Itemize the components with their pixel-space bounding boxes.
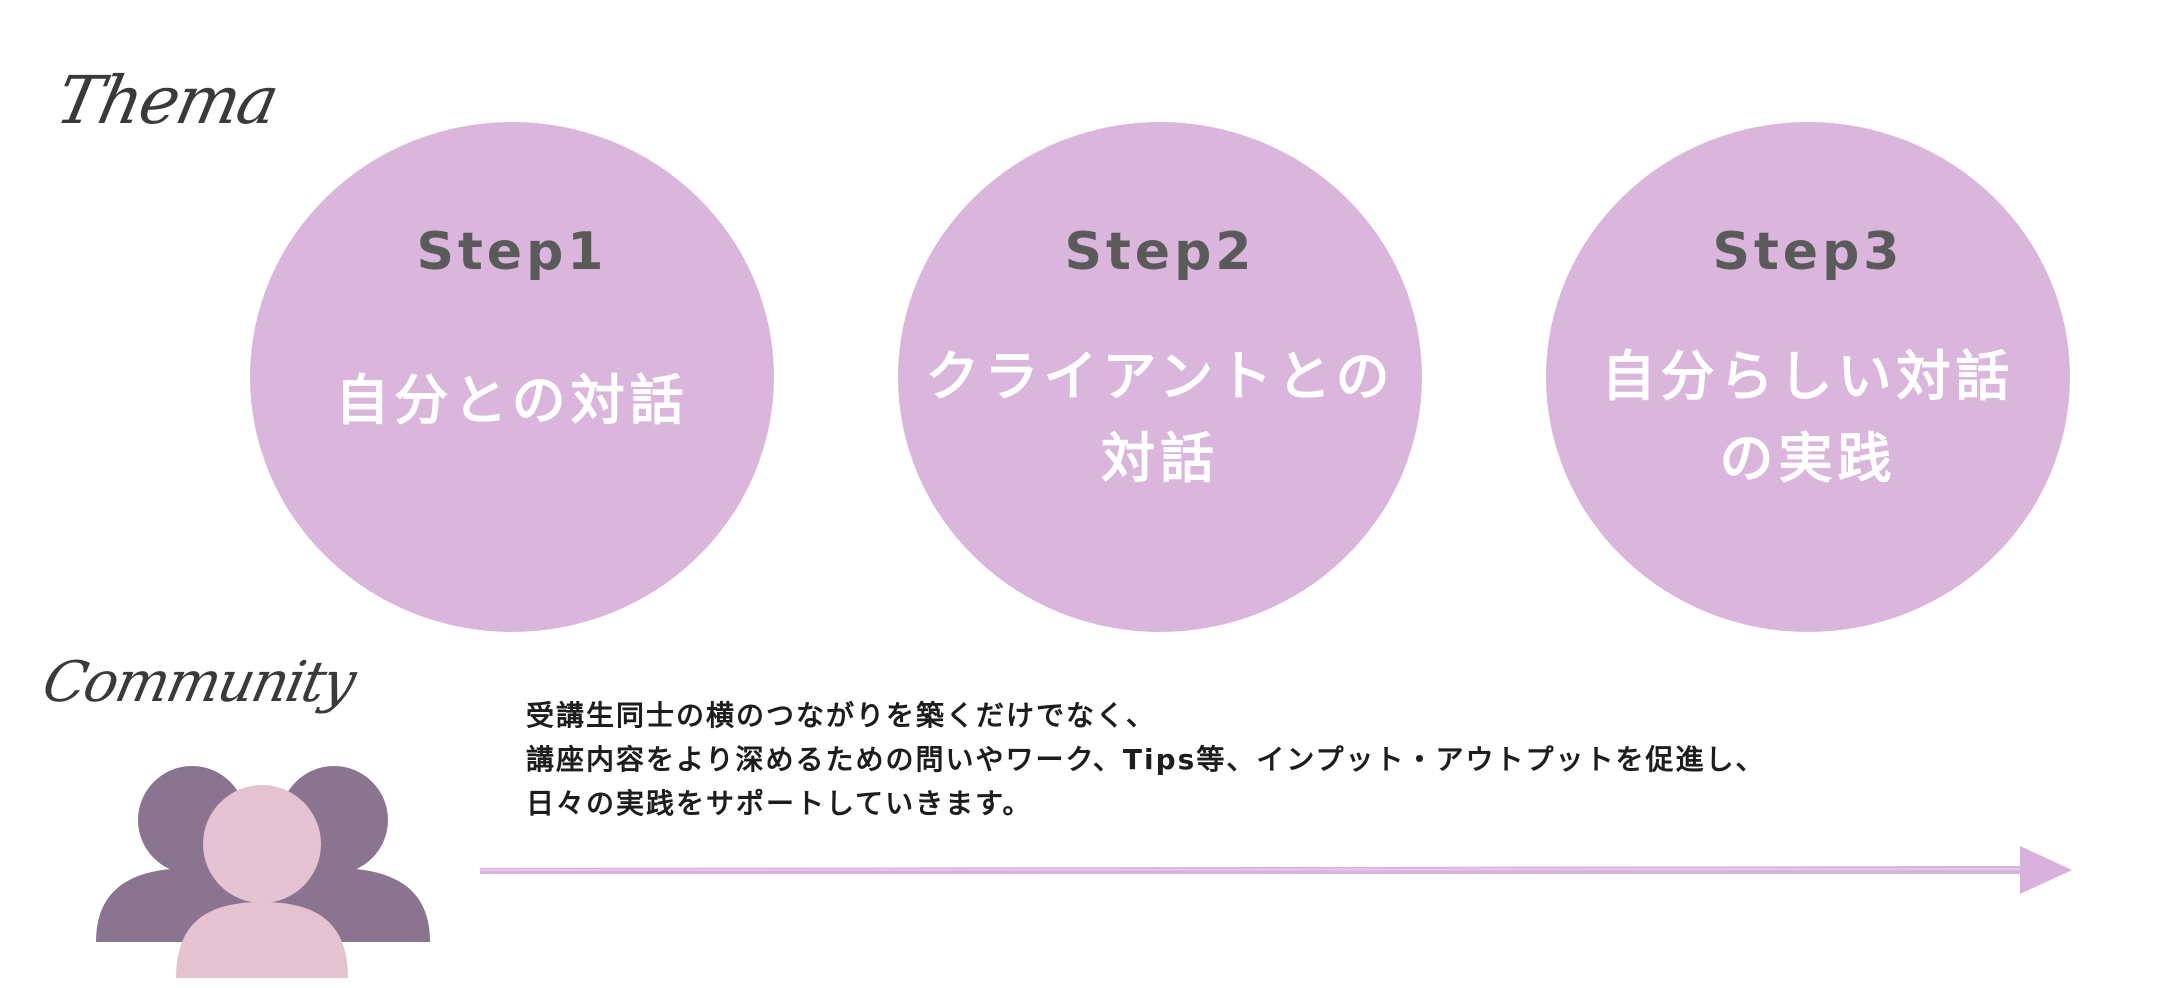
person-front-icon [176, 785, 348, 978]
step-3-text-line: の実践 [1719, 427, 1897, 490]
step-1-text: 自分との対話 [270, 360, 754, 442]
step-2-text-line: 対話 [1101, 427, 1219, 490]
step-3-text-line: 自分らしい対話 [1601, 345, 2015, 408]
step-2-text-line: クライアントとの [925, 345, 1395, 408]
arrow-right-icon [479, 846, 2072, 894]
step-3-title: Step3 [1712, 222, 1904, 282]
step-3-circle: Step3 自分らしい対話 の実践 [1546, 122, 2070, 632]
step-3-text: 自分らしい対話 の実践 [1566, 336, 2050, 500]
arrow-head [2020, 846, 2072, 894]
community-description-line: 受講生同士の横のつながりを築くだけでなく、 [526, 699, 1157, 732]
step-2-circle: Step2 クライアントとの 対話 [898, 122, 1422, 632]
step-2-title: Step2 [1064, 222, 1256, 282]
step-1-text-line: 自分との対話 [335, 369, 689, 432]
step-2-text: クライアントとの 対話 [918, 336, 1402, 500]
community-description-line: 日々の実践をサポートしていきます。 [526, 787, 1033, 820]
people-group-icon [96, 766, 430, 978]
step-1-title: Step1 [416, 222, 608, 282]
thema-label: Thema [49, 62, 284, 139]
arrow-shaft-texture [479, 868, 2031, 871]
step-1-circle: Step1 自分との対話 [250, 122, 774, 632]
community-description: 受講生同士の横のつながりを築くだけでなく、 講座内容をより深めるための問いやワー… [526, 694, 1766, 826]
community-description-line: 講座内容をより深めるための問いやワーク、Tips等、インプット・アウトプットを促… [526, 743, 1766, 776]
community-label: Community [37, 650, 360, 715]
